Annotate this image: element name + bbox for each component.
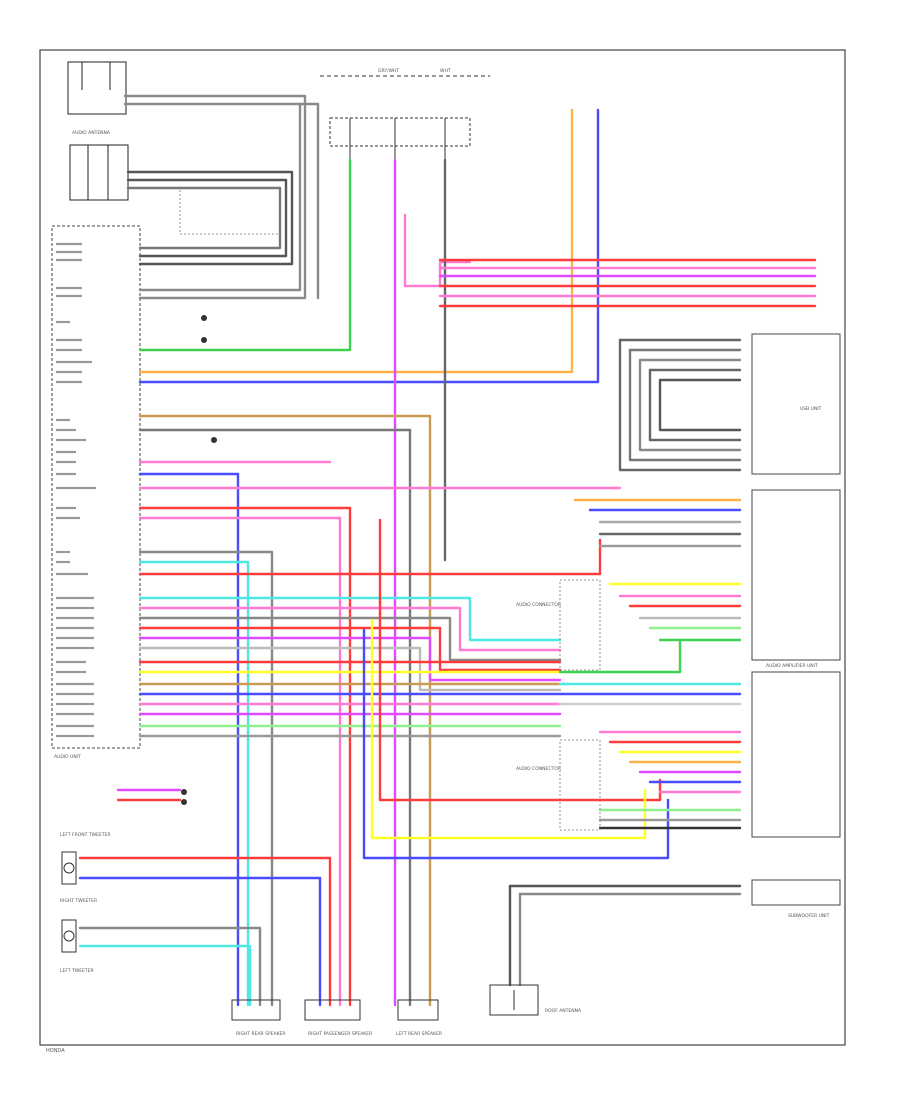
rf-tweeter-label: RIGHT TWEETER: [60, 898, 97, 904]
wire-red-tweet: [78, 856, 332, 1007]
wire-usb-loop5: [658, 378, 742, 432]
wire-cyan-2: [138, 596, 562, 642]
wire-gray-3: [126, 170, 294, 266]
wire-blue-tweet: [78, 876, 322, 1007]
subwoofer-unit: [751, 879, 841, 906]
lr-speaker-label: LEFT REAR SPEAKER: [396, 1031, 442, 1037]
wire-gray-2: [123, 102, 302, 292]
wire-r-green-v: [558, 638, 682, 674]
speaker-rr: [231, 999, 281, 1021]
usb-unit-label: USB UNIT: [800, 406, 822, 412]
wire-blue-1: [138, 108, 600, 384]
speaker-lr: [397, 999, 439, 1021]
wire-pink-3: [138, 606, 562, 652]
wire-gray-4: [126, 178, 288, 258]
wire-gray-6: [298, 102, 320, 300]
roof-antenna: [489, 984, 539, 1016]
wire-red-loop: [378, 518, 662, 802]
wire-lgray-3: [138, 646, 562, 692]
subwoofer-label: SUBWOOFER UNIT: [788, 913, 830, 919]
connector-boxes: [179, 187, 601, 831]
wire-red-long: [138, 538, 602, 576]
audio-unit-pin-labels: [56, 242, 96, 738]
antenna-amp-label: AUDIO ANTENNA: [72, 130, 111, 136]
ground-symbols: [181, 315, 217, 805]
wire-gray-tweet: [78, 926, 262, 1007]
wire-usb-loop3: [638, 358, 742, 452]
usb-unit: [751, 333, 841, 475]
wire-harness: [78, 94, 817, 1007]
top-wire-label-1: GRY/WHT: [378, 68, 399, 74]
speaker-rf-passenger: [304, 999, 361, 1021]
tweeter-rf: [61, 851, 77, 885]
wire-usb-loop2: [628, 348, 742, 462]
top-wire-label-2: WHT: [440, 68, 451, 74]
wire-usb-loop4: [648, 368, 742, 442]
connector-b-label: AUDIO CONNECTOR: [516, 766, 561, 772]
l-tweeter-label: LEFT TWEETER: [60, 968, 94, 974]
wire-cyan-tweet: [78, 944, 252, 1007]
amp-unit: [751, 489, 841, 838]
fuse-bus: [320, 75, 490, 160]
footer-label: HONDA: [46, 1048, 65, 1054]
wire-gray-h1: [138, 428, 412, 1007]
lf-tweeter-label: LEFT FRONT TWEETER: [60, 832, 110, 838]
wire-magenta-3: [138, 636, 562, 682]
diagram-border: [39, 49, 846, 1046]
wire-green-1: [138, 158, 352, 352]
amp-unit-label: AUDIO AMPLIFIER UNIT: [766, 663, 818, 669]
wire-pink-h2: [138, 516, 342, 1007]
rf-passenger-label: RIGHT PASSENGER SPEAKER: [308, 1031, 372, 1037]
wire-blue-v1: [138, 472, 240, 1007]
connector-a-label: AUDIO CONNECTOR: [516, 602, 561, 608]
tweeter-l: [61, 919, 77, 953]
wire-gray-h2: [138, 550, 274, 1007]
audio-unit-label: AUDIO UNIT: [54, 754, 81, 760]
wire-yellow-loop: [370, 618, 647, 840]
wire-tan-1: [138, 414, 432, 1007]
wire-gray-5: [126, 186, 282, 250]
wire-gray-3b: [138, 616, 562, 662]
wire-orange-1: [138, 108, 574, 374]
wire-usb-loop1: [618, 338, 742, 472]
rr-speaker-label: RIGHT REAR SPEAKER: [236, 1031, 286, 1037]
wire-gray-1: [123, 94, 307, 300]
wire-red-3b: [138, 626, 562, 672]
wire-red-h1: [138, 506, 352, 1007]
roof-antenna-label: ROOF ANTENNA: [545, 1008, 582, 1014]
